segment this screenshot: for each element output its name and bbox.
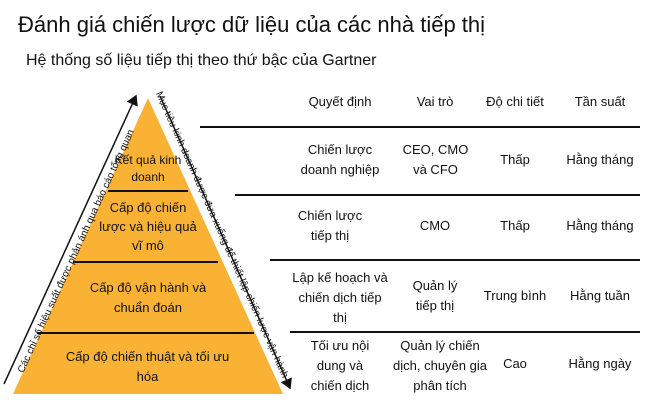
page-subtitle: Hệ thống số liệu tiếp thị theo thứ bậc c… — [26, 52, 377, 69]
right-arrow — [159, 95, 292, 390]
table-cell-frequency: Hằng ngày — [568, 356, 632, 371]
page-title: Đánh giá chiến lược dữ liệu của các nhà … — [18, 12, 486, 37]
pyramid-level-1-label: Kết quả kinh doanh — [114, 153, 182, 184]
table-cell-role: CEO, CMO và CFO — [402, 142, 469, 177]
col-header-role: Vai trò — [416, 94, 454, 109]
table-row-divider — [270, 259, 640, 261]
table-cell-granularity: Trung bình — [483, 288, 547, 303]
table-cell-frequency: Hằng tháng — [566, 218, 634, 233]
table-cell-role: Quản lý chiến dịch, chuyên gia phân tích — [393, 338, 487, 393]
table-cell-decision: Tối ưu nội dung và chiến dịch — [310, 338, 370, 393]
table-cell-decision: Chiến lược doanh nghiệp — [300, 142, 380, 177]
table-cell-decision: Chiến lược tiếp thị — [297, 208, 363, 243]
table-cell-role: Quản lý tiếp thị — [412, 278, 458, 313]
table-cell-granularity: Cao — [503, 356, 527, 371]
table-cell-granularity: Thấp — [500, 218, 530, 233]
table-row-divider — [235, 194, 640, 196]
table-cell-granularity: Thấp — [500, 152, 530, 167]
col-header-decision: Quyết định — [308, 94, 372, 109]
pyramid-level-2-label: Cấp độ chiến lược và hiệu quả vĩ mô — [99, 200, 197, 253]
col-header-frequency: Tần suất — [574, 94, 626, 109]
left-arrow — [3, 94, 138, 385]
table-cell-frequency: Hằng tháng — [566, 152, 634, 167]
table-row-divider — [290, 331, 640, 333]
table-row-divider — [200, 126, 640, 128]
table-cell-role: CMO — [419, 218, 451, 233]
pyramid-shape — [13, 98, 283, 394]
table-cell-decision: Lập kế hoạch và chiến dịch tiếp thị — [292, 270, 388, 325]
table-cell-frequency: Hằng tuần — [570, 288, 630, 303]
col-header-granularity: Độ chi tiết — [486, 94, 544, 109]
pyramid-level-4-label: Cấp độ chiến thuật và tối ưu hóa — [65, 349, 230, 384]
pyramid-level-3-label: Cấp độ vận hành và chuẩn đoán — [89, 280, 207, 315]
